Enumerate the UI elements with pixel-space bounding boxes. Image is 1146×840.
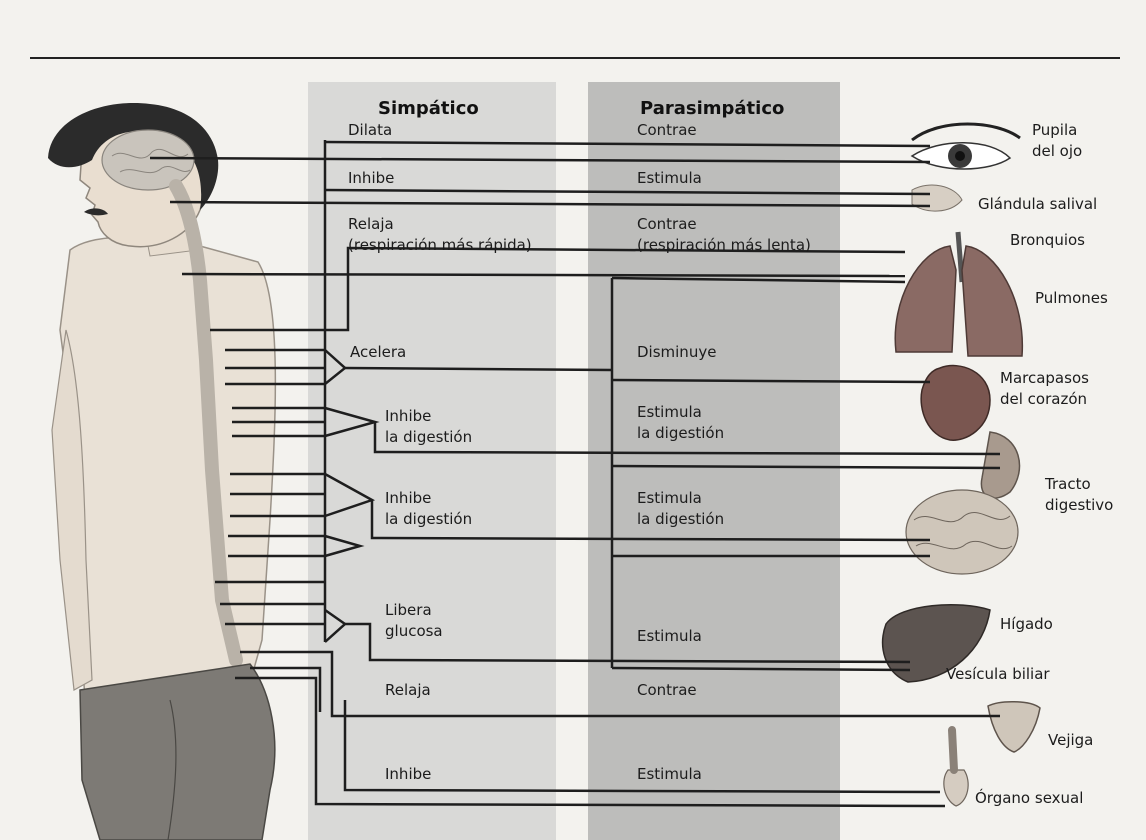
person-figure [48, 103, 275, 840]
parasympathetic-effect-lungs: Contrae (respiración más lenta) [637, 214, 811, 256]
sympathetic-effect-liver: Libera glucosa [385, 600, 443, 642]
parasympathetic-effect-stomach: Estimula la digestión [637, 402, 724, 444]
organ-label-sex-organ: Órgano sexual [975, 788, 1083, 809]
sympathetic-effect-heart: Acelera [350, 342, 406, 363]
parasympathetic-effect-intestine-line1: Estimula [637, 488, 724, 509]
organ-label-eye: Pupila del ojo [1032, 120, 1082, 162]
parasympathetic-effect-stomach-line1: Estimula [637, 402, 724, 423]
sympathetic-effect-liver-line1: Libera [385, 600, 443, 621]
parasympathetic-effect-lungs-line2: (respiración más lenta) [637, 235, 811, 256]
organ-label-bronchi: Bronquios [1010, 230, 1085, 251]
organ-label-gallbladder: Vesícula biliar [946, 664, 1050, 685]
heart-organ [921, 366, 990, 441]
sympathetic-effect-stomach: Inhibe la digestión [385, 406, 472, 448]
parasympathetic-header: Parasimpático [640, 98, 784, 119]
sympathetic-effect-intestine-line2: la digestión [385, 509, 472, 530]
organ-label-eye-line2: del ojo [1032, 141, 1082, 162]
sympathetic-effect-stomach-line2: la digestión [385, 427, 472, 448]
sympathetic-effect-eye: Dilata [348, 120, 392, 141]
parasympathetic-column [588, 82, 840, 840]
organ-label-bladder: Vejiga [1048, 730, 1093, 751]
sympathetic-effect-intestine: Inhibe la digestión [385, 488, 472, 530]
sympathetic-header: Simpático [378, 98, 479, 119]
parasympathetic-effect-lungs-line1: Contrae [637, 214, 811, 235]
parasympathetic-effect-liver: Estimula [637, 626, 702, 647]
lungs-organ [895, 232, 1022, 356]
parasympathetic-effect-sex-organ: Estimula [637, 764, 702, 785]
organ-label-pacemaker: Marcapasos del corazón [1000, 368, 1089, 410]
sympathetic-effect-sex-organ: Inhibe [385, 764, 431, 785]
sympathetic-effect-lungs-line1: Relaja [348, 214, 532, 235]
organ-label-pacemaker-line1: Marcapasos [1000, 368, 1089, 389]
sympathetic-effect-liver-line2: glucosa [385, 621, 443, 642]
sympathetic-effect-salivary: Inhibe [348, 168, 394, 189]
parasympathetic-effect-eye: Contrae [637, 120, 697, 141]
sympathetic-effect-lungs-line2: (respiración más rápida) [348, 235, 532, 256]
sympathetic-effect-intestine-line1: Inhibe [385, 488, 472, 509]
parasympathetic-effect-heart: Disminuye [637, 342, 716, 363]
organ-label-liver: Hígado [1000, 614, 1053, 635]
organ-label-pacemaker-line2: del corazón [1000, 389, 1089, 410]
parasympathetic-effect-bladder: Contrae [637, 680, 697, 701]
organ-label-digestive-tract: Tracto digestivo [1045, 474, 1113, 516]
organ-label-salivary-gland: Glándula salival [978, 194, 1097, 215]
bladder-organ [988, 702, 1040, 752]
organ-label-digestive-tract-line2: digestivo [1045, 495, 1113, 516]
parasympathetic-effect-intestine-line2: la digestión [637, 509, 724, 530]
parasympathetic-effect-intestine: Estimula la digestión [637, 488, 724, 530]
organ-label-lungs: Pulmones [1035, 288, 1108, 309]
sympathetic-effect-stomach-line1: Inhibe [385, 406, 472, 427]
parasympathetic-effect-stomach-line2: la digestión [637, 423, 724, 444]
parasympathetic-effect-salivary: Estimula [637, 168, 702, 189]
organ-label-digestive-tract-line1: Tracto [1045, 474, 1113, 495]
sympathetic-effect-lungs: Relaja (respiración más rápida) [348, 214, 532, 256]
sympathetic-effect-bladder: Relaja [385, 680, 431, 701]
organ-label-eye-line1: Pupila [1032, 120, 1082, 141]
sex-organ [944, 730, 968, 806]
nerve-connection-lines [150, 140, 1000, 806]
